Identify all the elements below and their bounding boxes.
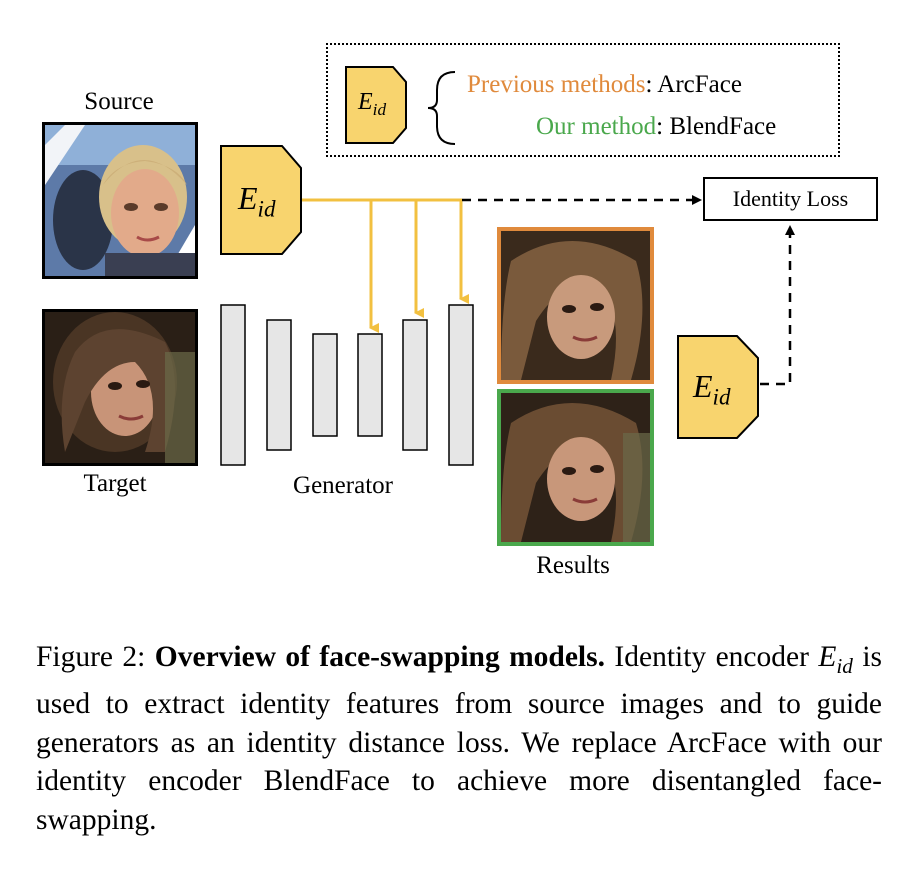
encoder-shape-source bbox=[220, 145, 302, 255]
encoder-label-legend: Eid bbox=[358, 89, 387, 119]
generator-block-3 bbox=[312, 333, 338, 437]
caption-part2: is used to extract identity features fro… bbox=[36, 641, 882, 836]
encoder-label-result: Eid bbox=[693, 368, 731, 410]
generator-block-2 bbox=[266, 319, 292, 451]
identity-injection-arrows bbox=[298, 198, 469, 333]
identity-loss-box: Identity Loss bbox=[703, 177, 878, 221]
figure-caption: Figure 2: Overview of face-swapping mode… bbox=[36, 638, 882, 839]
result-previous-image bbox=[497, 227, 654, 384]
overview-figure: Source Target Ge bbox=[42, 43, 878, 579]
diagram-graphics bbox=[220, 66, 795, 466]
legend-previous-line: Previous methods: ArcFace bbox=[467, 71, 742, 99]
legend-previous-label: Previous methods bbox=[467, 71, 646, 98]
results-label: Results bbox=[536, 552, 610, 579]
caption-part1: Identity encoder bbox=[605, 641, 819, 673]
generator-block-1 bbox=[220, 304, 246, 466]
caption-prefix: Figure 2: bbox=[36, 641, 155, 673]
generator-block-5 bbox=[402, 319, 428, 451]
legend-ours-line: Our method: BlendFace bbox=[536, 113, 776, 141]
legend-box bbox=[326, 43, 840, 157]
result-previous-face-icon bbox=[501, 231, 650, 380]
encoder-label-source: Eid bbox=[238, 180, 276, 222]
identity-loss-label: Identity Loss bbox=[732, 186, 849, 211]
source-face-icon bbox=[45, 125, 195, 276]
legend-ours-value: : BlendFace bbox=[656, 113, 777, 140]
source-face-image bbox=[42, 122, 198, 279]
legend-brace bbox=[427, 71, 456, 145]
caption-math-symbol: Eid bbox=[818, 641, 853, 678]
target-face-icon bbox=[45, 312, 195, 463]
result-ours-image bbox=[497, 389, 654, 546]
encoder-shape-result bbox=[677, 335, 759, 439]
dashed-arrow-from-result-encoder bbox=[760, 225, 795, 386]
target-label: Target bbox=[83, 470, 147, 497]
generator-blocks bbox=[220, 304, 474, 466]
encoder-shape-legend bbox=[345, 66, 407, 144]
caption-bold-title: Overview of face-swapping models. bbox=[154, 641, 605, 673]
result-ours-face-icon bbox=[501, 393, 650, 542]
legend-previous-value: : ArcFace bbox=[645, 71, 742, 98]
legend-ours-label: Our method bbox=[536, 113, 657, 140]
generator-block-4 bbox=[357, 333, 383, 437]
generator-block-6 bbox=[448, 304, 474, 466]
source-label: Source bbox=[84, 88, 154, 115]
target-face-image bbox=[42, 309, 198, 466]
generator-label: Generator bbox=[293, 472, 393, 499]
